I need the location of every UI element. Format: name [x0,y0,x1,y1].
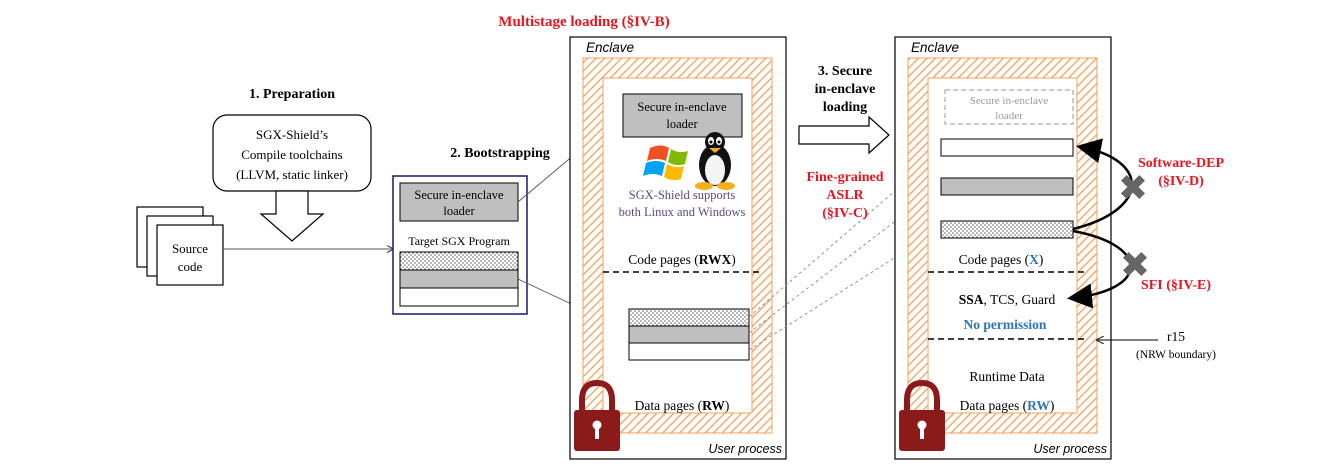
r15-sublabel: (NRW boundary) [1136,349,1216,361]
enclave-left-hatch [582,57,773,434]
enclave-left-process: User process [708,442,782,456]
step-bootstrapping: 2. Bootstrapping [450,146,550,161]
enclave-left: Enclave User process Secure in-enclave l… [569,36,787,460]
cross-mark-icon-dep [1120,174,1146,200]
enclave-right: Enclave User process Secure in-enclave l… [894,36,1112,460]
r15-label: r15 [1167,329,1185,344]
right-code-block-1 [940,138,1074,157]
aslr-line-3: (§IV-C) [822,206,868,221]
enclave-right-label: Enclave [911,40,959,55]
software-dep-line-2: (§IV-D) [1158,174,1204,189]
enclave-left-label: Enclave [586,40,634,55]
runtime-data-label: Runtime Data [969,369,1044,384]
left-loader-line-1: Secure in-enclave [637,100,727,114]
left-loader-line-2: loader [666,117,698,131]
target-sgx-box: Secure in-enclave loader Target SGX Prog… [392,175,528,315]
toolchain-line-2: Compile toolchains [241,147,342,162]
toolchain-box: SGX-Shield’s Compile toolchains (LLVM, s… [212,114,372,192]
linux-tux-icon [695,132,735,190]
software-dep-line-1: Software-DEP [1138,156,1225,171]
hollow-arrow-icon [259,190,325,242]
os-support-line-2: both Linux and Windows [619,205,746,219]
step-secure-loading-1: 3. Secure [818,64,872,79]
right-code-pages: Code pages (X) [959,252,1044,267]
right-code-block-2 [940,177,1074,196]
cross-mark-icon-sfi [1122,251,1148,277]
left-data-pages: Data pages (RW) [635,398,730,413]
step-preparation: 1. Preparation [249,87,335,102]
aslr-line-1: Fine-grained [807,170,884,185]
windows-logo-icon [643,145,688,181]
right-loader-line-1: Secure in-enclave [970,95,1049,107]
padlock-icon-right [899,379,945,451]
enclave-right-hatch [907,57,1098,434]
hollow-arrow-right-icon [798,115,890,155]
toolchain-line-1: SGX-Shield’s [256,127,328,142]
padlock-icon [574,379,620,451]
os-support-line-1: SGX-Shield supports [629,188,736,202]
source-code-stack: Source code [136,206,224,286]
right-data-pages: Data pages (RW) [960,398,1055,413]
target-loader-line-2: loader [443,204,475,218]
right-loader-line-2: loader [995,110,1023,122]
toolchain-line-3: (LLVM, static linker) [236,167,348,182]
diagram-title: Multistage loading (§IV-B) [498,14,669,30]
enclave-right-process: User process [1033,442,1107,456]
step-secure-loading-3: loading [823,100,867,115]
aslr-line-2: ASLR [826,188,864,203]
left-code-pages: Code pages (RWX) [628,252,736,267]
source-code-label-1: Source [172,241,208,256]
right-code-block-3 [940,220,1074,239]
sfi-label: SFI (§IV-E) [1141,278,1211,293]
step-secure-loading-2: in-enclave [815,82,876,97]
ssa-tcs-guard: SSA, TCS, Guard [959,292,1056,307]
target-program-label: Target SGX Program [408,234,510,248]
target-loader-line-1: Secure in-enclave [414,188,504,202]
no-permission-label: No permission [964,317,1047,332]
source-code-label-2: code [178,259,203,274]
